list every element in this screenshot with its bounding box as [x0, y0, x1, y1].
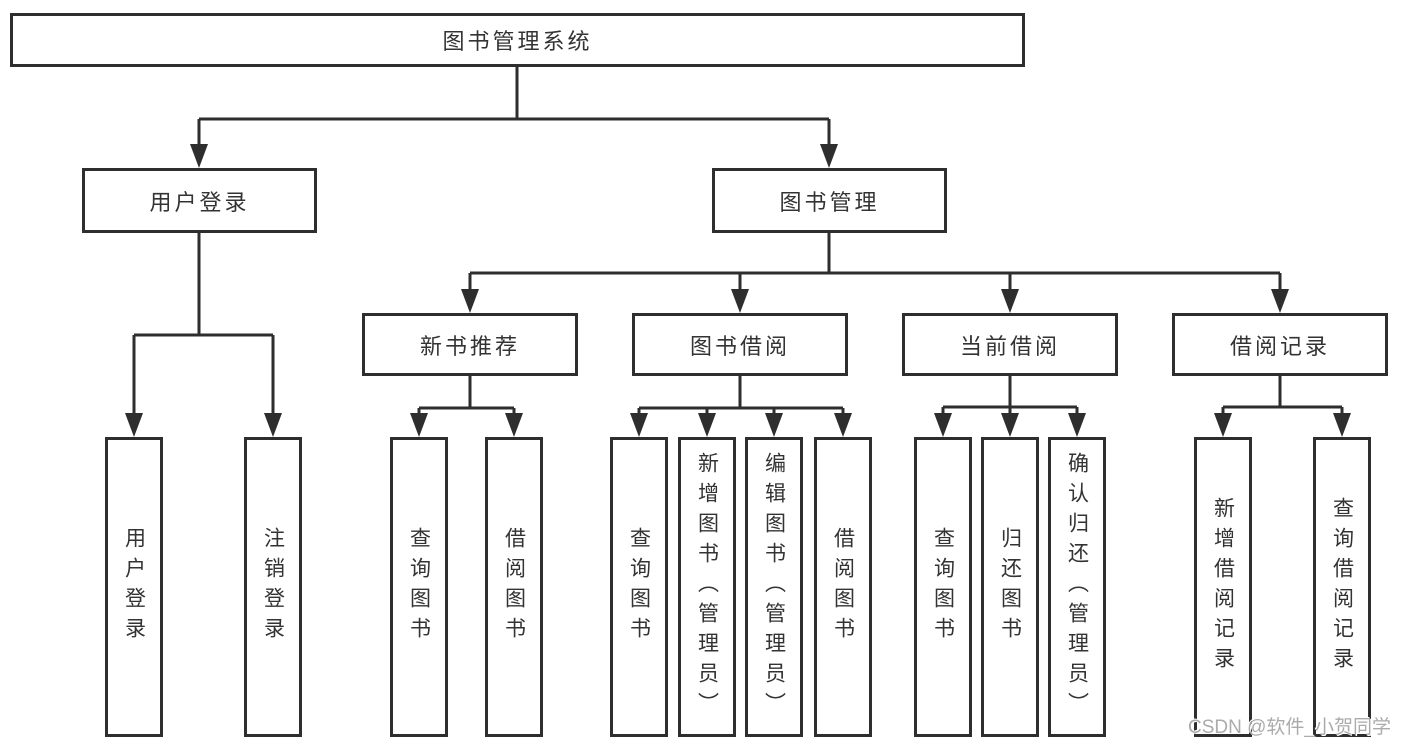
arrowhead [934, 413, 952, 437]
leaf-add-book-admin: 新增图书（管理员） [678, 437, 736, 737]
leaf-query-borrow-record: 查询借阅记录 [1313, 437, 1371, 737]
arrowhead [834, 413, 852, 437]
leaf-query-books-recommend: 查询图书 [390, 437, 448, 737]
leaf-borrow-book: 借阅图书 [814, 437, 872, 737]
arrowhead [1333, 413, 1351, 437]
arrowhead [190, 144, 208, 168]
arrowhead [1001, 289, 1019, 313]
node-new-book-recommend: 新书推荐 [362, 313, 578, 376]
arrowhead [630, 413, 648, 437]
leaf-confirm-return-admin: 确认归还（管理员） [1048, 437, 1106, 737]
arrowhead [264, 413, 282, 437]
leaf-add-borrow-record: 新增借阅记录 [1194, 437, 1252, 737]
node-book-management: 图书管理 [712, 168, 947, 233]
arrowhead [1001, 413, 1019, 437]
leaf-borrow-books-recommend: 借阅图书 [485, 437, 543, 737]
node-current-borrow: 当前借阅 [902, 313, 1118, 376]
arrowhead [731, 289, 749, 313]
node-root-system: 图书管理系统 [10, 13, 1025, 67]
arrowhead [1271, 289, 1289, 313]
leaf-query-books-current: 查询图书 [914, 437, 972, 737]
node-user-login: 用户登录 [82, 168, 317, 233]
connector-path [132, 67, 1344, 415]
leaf-return-book: 归还图书 [981, 437, 1039, 737]
leaf-edit-book-admin: 编辑图书（管理员） [745, 437, 803, 737]
leaf-query-books-borrow: 查询图书 [610, 437, 668, 737]
arrowhead [765, 413, 783, 437]
arrowhead [410, 413, 428, 437]
arrowhead-group [125, 144, 1351, 437]
arrowhead [125, 413, 143, 437]
node-book-borrow: 图书借阅 [632, 313, 848, 376]
arrowhead [461, 289, 479, 313]
leaf-logout: 注销登录 [244, 437, 302, 737]
arrowhead [1068, 413, 1086, 437]
arrowhead [698, 413, 716, 437]
arrowhead [505, 413, 523, 437]
node-borrow-records: 借阅记录 [1172, 313, 1388, 376]
leaf-user-login: 用户登录 [105, 437, 163, 737]
arrowhead [1214, 413, 1232, 437]
csdn-watermark: CSDN @软件_小贺同学 [1188, 717, 1391, 738]
arrowhead [820, 144, 838, 168]
